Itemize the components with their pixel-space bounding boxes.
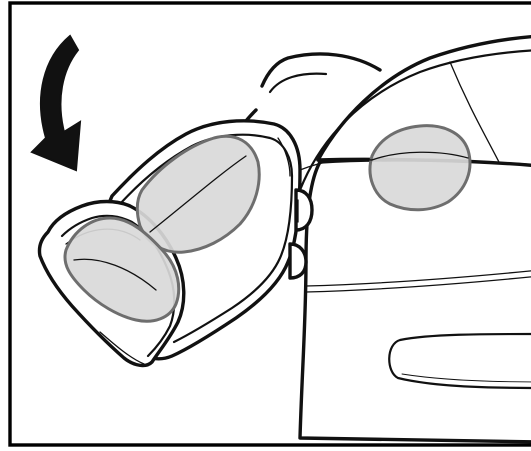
armrest-pad: [370, 126, 470, 210]
curved-arrow-down-icon: [32, 36, 80, 170]
